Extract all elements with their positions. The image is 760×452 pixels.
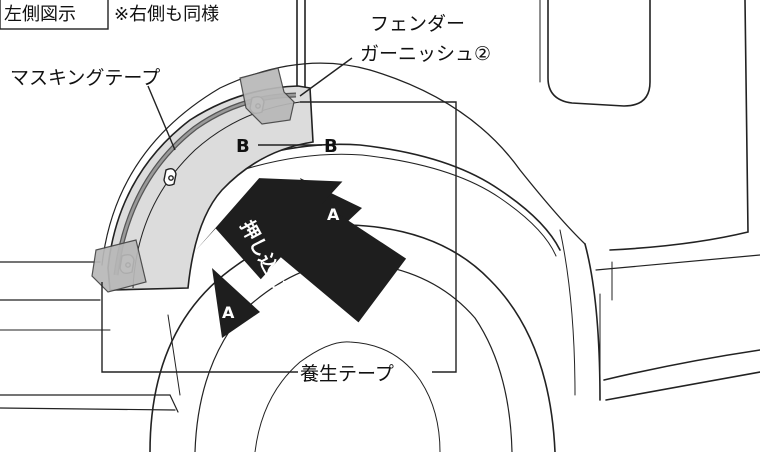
section-b-left-label: B	[236, 136, 250, 157]
section-b-right-label: B	[324, 136, 338, 157]
view-label-box	[0, 0, 109, 30]
marker-a-lower-arrow	[212, 268, 260, 338]
marker-a-lower-label: A	[222, 303, 235, 322]
right-side-note: ※右側も同様	[114, 4, 219, 25]
marker-a-upper-label: A	[327, 205, 340, 224]
masking-tape-label: マスキングテープ	[10, 67, 160, 89]
curing-tape-label: 養生テープ	[300, 363, 394, 385]
leader-lines	[101, 57, 457, 373]
view-label: 左側図示	[4, 4, 76, 25]
fender-garnish-label-line1: フェンダー	[370, 13, 465, 35]
curing-tape-patches	[91, 67, 295, 293]
push-in-arrow	[195, 178, 407, 323]
fender-garnish-label-line2: ガーニッシュ②	[360, 43, 491, 65]
